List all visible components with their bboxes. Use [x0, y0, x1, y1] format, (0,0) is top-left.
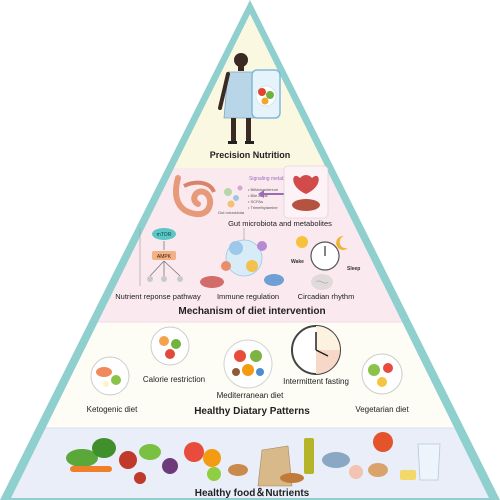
ampk-node	[152, 251, 176, 260]
immune-regulation-illustration	[200, 228, 284, 288]
immune-caption: Immune regulation	[216, 292, 280, 301]
base-title: Healthy food＆Nutrients	[194, 488, 310, 499]
pattern-intermittent-fasting: Intermittent fasting	[283, 377, 349, 386]
healthy-food-illustration	[66, 432, 441, 487]
mtor-node	[152, 228, 176, 240]
ketogenic-diet-plate	[90, 356, 130, 396]
fasting-clock-icon	[291, 325, 341, 375]
signaling-metabolites-box: Signaling metabolites • Bifidobacterium …	[248, 176, 297, 210]
metabolite-item: • SCFAs	[248, 199, 263, 204]
svg-text:Wake: Wake	[291, 259, 304, 265]
sun-icon	[296, 236, 308, 248]
pattern-ketogenic-diet: Ketogenic diet	[86, 405, 138, 414]
pathway-caption: Nutrient reponse pathway	[115, 292, 201, 301]
gut-microbiota-label: Gut microbiota	[218, 210, 245, 215]
signaling-metabolites-title: Signaling metabolites	[249, 176, 297, 182]
metabolite-item: • Bile acids	[248, 193, 268, 198]
calorie-restriction-plate	[150, 326, 190, 366]
mechanism-title: Mechanism of diet intervention	[178, 306, 326, 317]
moon-icon	[336, 235, 348, 250]
pattern-calorie-restriction: Calorie restriction	[142, 375, 206, 384]
svg-text:mTOR: mTOR	[157, 232, 172, 238]
apex-title: Precision Nutrition	[209, 150, 291, 160]
circadian-caption: Circadian rhythm	[297, 292, 355, 301]
nutrient-pathway-diagram: mTOR AMPK	[139, 228, 183, 286]
gut-microbiota-illustration: Gut microbiota	[173, 175, 245, 218]
metabolite-item: • Bifidobacterium	[248, 187, 279, 192]
circadian-rhythm-illustration: Wake Sleep	[291, 235, 360, 290]
vegetarian-diet-plate	[361, 353, 403, 395]
pattern-mediterranean-diet: Mediterranean diet	[216, 391, 284, 400]
gut-caption: Gut microbiota and metabolites	[228, 219, 332, 228]
metabolite-item: • Trimethylamine	[248, 205, 278, 210]
smartphone-icon	[251, 69, 281, 119]
svg-text:AMPK: AMPK	[157, 254, 172, 260]
organs-illustration	[283, 165, 329, 219]
svg-text:Sleep: Sleep	[347, 266, 360, 272]
mediterranean-diet-plate	[223, 339, 273, 389]
patterns-title: Healthy Diatary Patterns	[194, 406, 310, 417]
pattern-vegetarian-diet: Vegetarian diet	[355, 405, 409, 414]
